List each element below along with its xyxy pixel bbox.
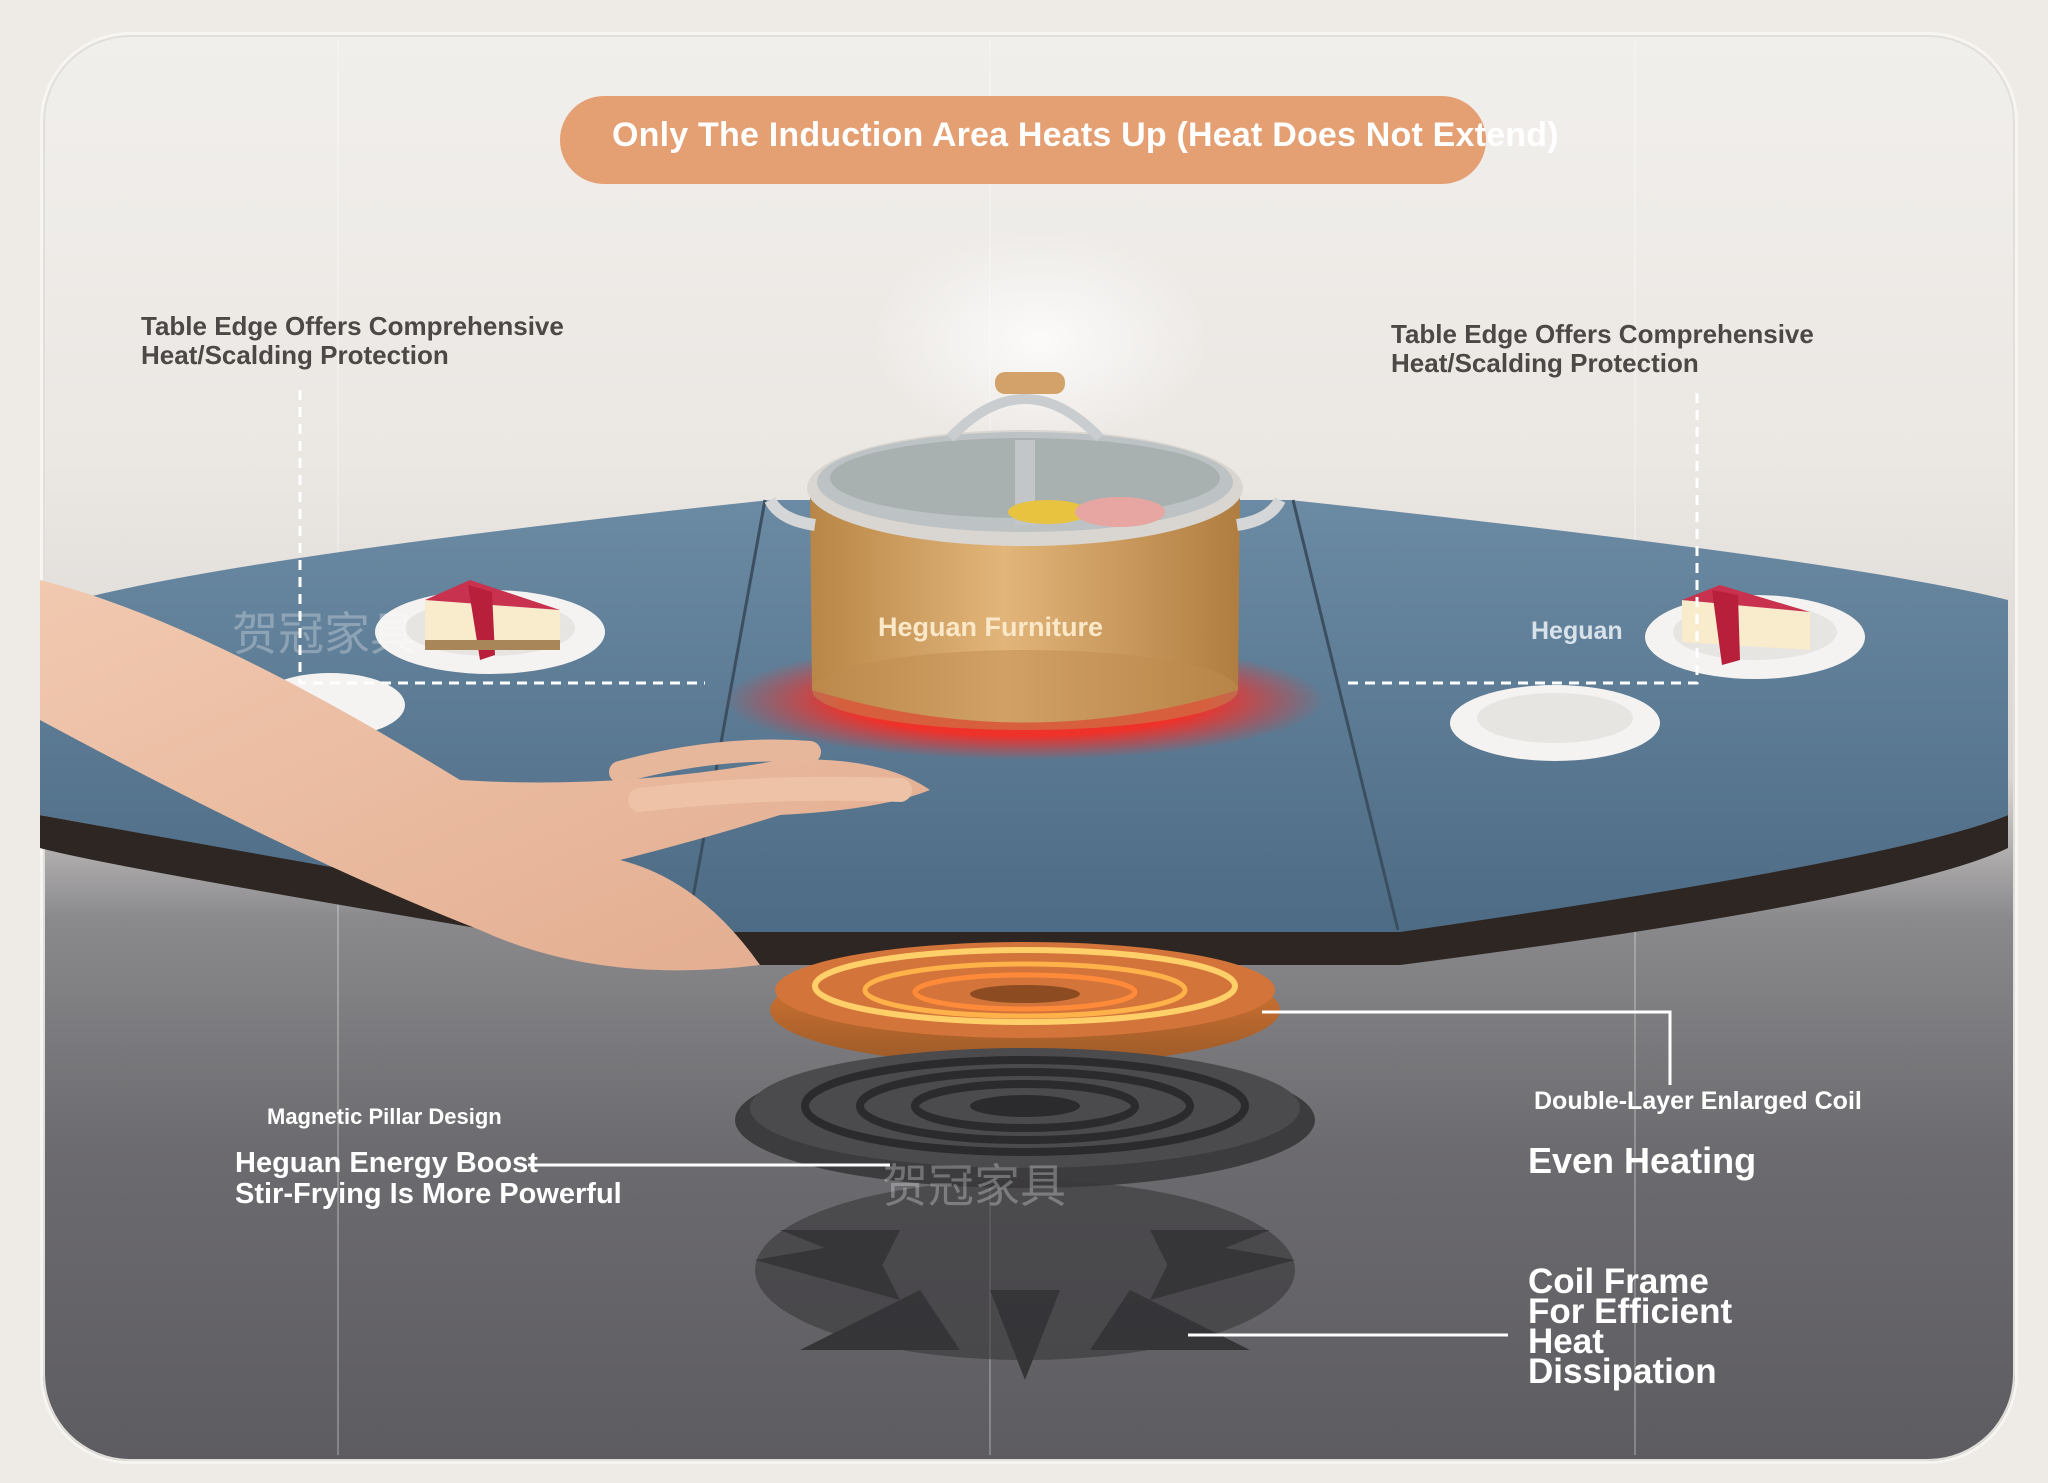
energy-boost-line-2: Stir-Frying Is More Powerful xyxy=(235,1178,622,1211)
callout-top-right: Table Edge Offers Comprehensive Heat/Sca… xyxy=(1391,319,1814,379)
plate-empty-right xyxy=(1450,685,1660,761)
title-text: Only The Induction Area Heats Up (Heat D… xyxy=(612,116,1559,154)
dashed-callout-lines xyxy=(298,390,1699,685)
hand xyxy=(40,580,930,971)
pot xyxy=(764,372,1286,730)
even-heating-label: Even Heating xyxy=(1528,1140,1757,1181)
plate-right xyxy=(1645,585,1865,679)
magnetic-plate xyxy=(735,1048,1315,1188)
table-seams xyxy=(686,499,1400,931)
plate-left xyxy=(375,580,605,674)
pot-watermark: Heguan Furniture xyxy=(878,612,1104,642)
chinese-watermark-base: 贺冠家具 xyxy=(882,1160,1066,1212)
callout-top-right-line-1: Table Edge Offers Comprehensive xyxy=(1391,319,1814,349)
callout-top-left-line-2: Heat/Scalding Protection xyxy=(141,340,449,371)
coil-frame-line-3: Heat xyxy=(1528,1322,1604,1362)
callout-top-left-line-1: Table Edge Offers Comprehensive xyxy=(141,311,564,341)
coil-frame-callout: Coil Frame For Efficient Heat Dissipatio… xyxy=(1528,1262,1733,1392)
steam xyxy=(870,230,1210,450)
coil-frame-line-2: For Efficient xyxy=(1528,1292,1733,1332)
coil-frame-line-4: Dissipation xyxy=(1528,1352,1717,1392)
energy-boost-line-1: Heguan Energy Boost xyxy=(235,1147,538,1179)
double-layer-coil-label: Double-Layer Enlarged Coil xyxy=(1534,1087,1862,1115)
coil-frame xyxy=(755,1180,1295,1380)
solid-callout-lines xyxy=(528,1010,1672,1337)
callout-top-left: Table Edge Offers Comprehensive Heat/Sca… xyxy=(141,311,564,371)
right-table-watermark: Heguan xyxy=(1531,617,1623,645)
title-banner xyxy=(560,96,1486,184)
energy-boost-callout: Heguan Energy Boost Stir-Frying Is More … xyxy=(235,1147,622,1211)
coil xyxy=(770,942,1280,1065)
callout-top-right-line-2: Heat/Scalding Protection xyxy=(1391,348,1699,379)
magnetic-pillar-label: Magnetic Pillar Design xyxy=(267,1104,502,1129)
chinese-watermark-table: 贺冠家具 xyxy=(232,608,416,660)
coil-frame-line-1: Coil Frame xyxy=(1528,1262,1709,1301)
